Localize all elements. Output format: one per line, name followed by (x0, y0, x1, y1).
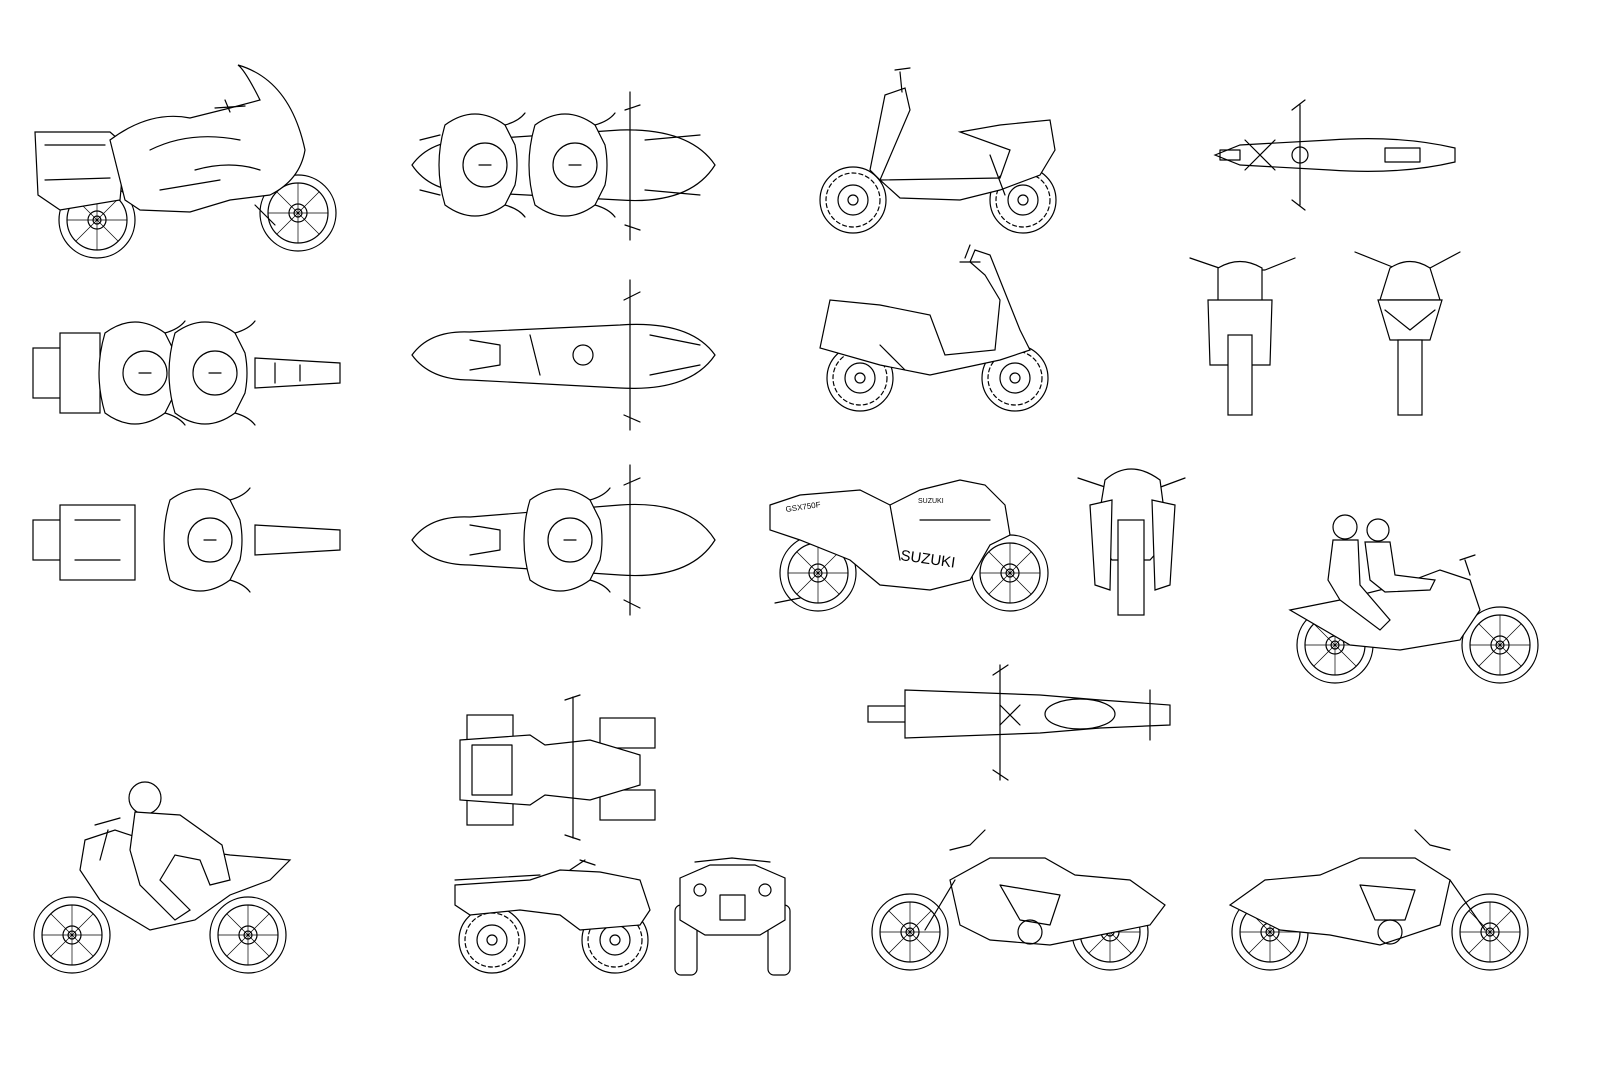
quad-bike-top-icon (459, 694, 656, 841)
quad-bike-side-icon (454, 859, 651, 974)
motorcycle-with-riders-top-icon (411, 464, 716, 616)
sport-motorcycle-front-icon (1077, 468, 1186, 616)
naked-bike-with-rider-side-icon (33, 781, 292, 974)
scooter-side-icon (819, 67, 1057, 234)
touring-motorcycle-side-icon (34, 64, 337, 259)
cruiser-side-icon (1228, 829, 1529, 971)
scooter-front-icon (1189, 257, 1296, 416)
motorcycle-with-riders-top-icon (32, 320, 341, 426)
quad-bike-front-icon (674, 857, 791, 976)
sport-motorcycle-side-icon: SUZUKI SUZUKI GSX750F (769, 479, 1049, 612)
scooter-top-icon (1213, 99, 1456, 211)
motorcycle-with-riders-top-icon (32, 487, 341, 593)
brand-small-text: SUZUKI (918, 498, 944, 505)
cruiser-side-icon (871, 829, 1166, 971)
scooter-side-icon (819, 244, 1049, 412)
motorcycle-top-icon (411, 279, 716, 431)
cruiser-with-riders-side-icon (1288, 514, 1539, 684)
cruiser-top-icon (867, 664, 1171, 781)
motorcycle-with-riders-top-icon (411, 91, 716, 241)
scooter-rear-icon (1354, 251, 1461, 416)
